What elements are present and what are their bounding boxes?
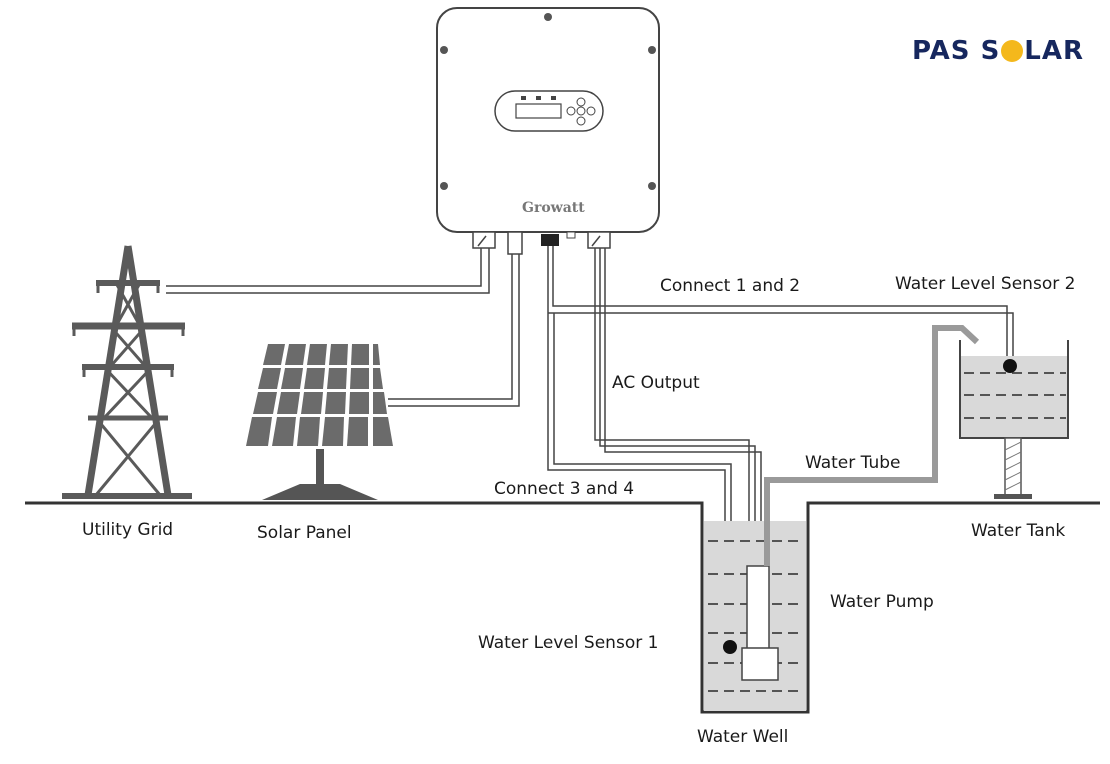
solar-panel — [246, 344, 393, 500]
label-solar-panel: Solar Panel — [257, 523, 352, 543]
water-pump-base — [741, 647, 779, 681]
label-utility-grid: Utility Grid — [82, 520, 174, 540]
label-water-level-sensor-1: Water Level Sensor 1 — [478, 633, 659, 653]
label-water-level-sensor-2: Water Level Sensor 2 — [895, 274, 1076, 294]
label-connect-3-4: Connect 3 and 4 — [494, 479, 635, 499]
sun-icon — [1001, 40, 1024, 62]
water-pump-body — [746, 565, 770, 651]
water-level-sensor-1 — [723, 640, 737, 654]
water-level-sensor-2 — [1003, 359, 1017, 373]
inverter-brand: Growatt — [522, 200, 585, 216]
inverter: Growatt — [436, 7, 660, 255]
label-ac-output: AC Output — [612, 373, 700, 393]
label-connect-1-2: Connect 1 and 2 — [660, 276, 801, 296]
label-water-pump: Water Pump — [830, 592, 934, 612]
ground-line — [25, 501, 1100, 714]
water-tube — [764, 325, 980, 566]
label-water-tank: Water Tank — [971, 521, 1066, 541]
label-water-well: Water Well — [697, 727, 789, 747]
pas-solar-logo: PAS S LAR — [912, 36, 1084, 66]
wires — [166, 246, 1014, 640]
label-water-tube: Water Tube — [805, 453, 901, 473]
utility-grid-tower — [62, 245, 192, 499]
logo-text-right: LAR — [1024, 36, 1085, 66]
logo-text-left: PAS S — [912, 36, 1001, 66]
water-tank — [959, 340, 1069, 499]
water-well — [704, 521, 806, 711]
